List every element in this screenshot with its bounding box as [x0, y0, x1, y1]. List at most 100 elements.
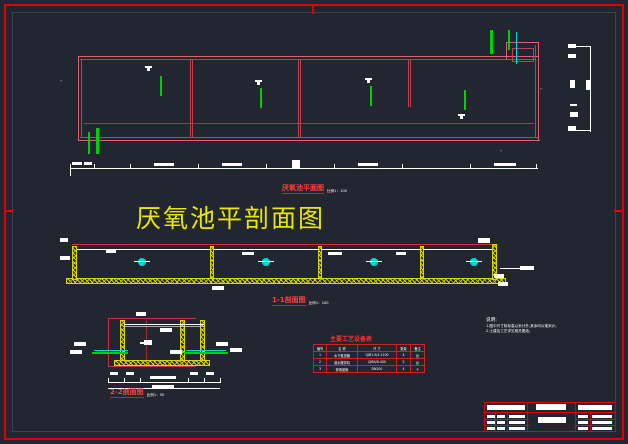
- pipe-icon: [186, 350, 226, 351]
- cell-qty: 4: [396, 351, 411, 359]
- plan-inlet-left: [506, 42, 507, 60]
- cell-no: 3: [313, 365, 327, 373]
- column-header-name: 名 称: [326, 344, 358, 352]
- elevation-tag: [106, 250, 116, 253]
- elevation-tag: [170, 350, 182, 354]
- equipment-table[interactable]: 编号 名 称 尺 寸 数量 备注 1 水下推进器 QJB1.5/4-1100 4…: [313, 344, 425, 373]
- plan-partition-2b: [300, 59, 301, 138]
- table-row[interactable]: 1 水下推进器 QJB1.5/4-1100 4 台: [313, 351, 425, 359]
- title-block-right-group[interactable]: [575, 403, 616, 432]
- plan-wall-right-outer: [538, 42, 539, 141]
- plan-partition-3b: [410, 59, 411, 107]
- pipe-icon: [490, 30, 493, 54]
- section-mark-icon: ⌐: [60, 79, 63, 83]
- plan-inner-ledge: [84, 123, 534, 124]
- title-block[interactable]: [484, 402, 616, 432]
- column-header-no: 编号: [313, 344, 327, 352]
- elevation-tag: [328, 252, 342, 255]
- plan-wall-bottom-inner: [80, 137, 538, 138]
- mixer-icon: [262, 258, 270, 266]
- elevation-tag: [74, 342, 86, 346]
- drawing-outer-frame: [4, 4, 624, 440]
- section-2-2-view[interactable]: [70, 312, 260, 389]
- cell-qty: 4: [396, 365, 411, 373]
- plan-view-label-text: 厌氧池平面图: [282, 184, 324, 194]
- elevation-tag: [160, 328, 172, 332]
- elevation-tag: [242, 252, 254, 255]
- section-2-2-label: 2-2剖面图 比例1：50: [110, 388, 164, 398]
- plan-wall-left-outer: [78, 56, 79, 141]
- pipe-icon: [160, 76, 162, 96]
- pipe-icon: [260, 88, 262, 108]
- column-header-size: 尺 寸: [357, 344, 397, 352]
- detail-dimension-chain: [104, 372, 224, 389]
- plan-partition-2: [298, 59, 299, 138]
- elevation-tag: [498, 282, 508, 286]
- plan-view[interactable]: ⌐ ⌐ ⌐: [60, 28, 591, 154]
- section-1-1-scale: 比例1：100: [308, 301, 329, 305]
- plan-inlet-box: [512, 48, 534, 62]
- frame-center-tick-left: [4, 210, 14, 212]
- section-1-1-label-text: 1-1剖面图: [272, 296, 306, 306]
- pipe-icon: [96, 128, 99, 154]
- elevation-tag: [216, 342, 228, 346]
- plan-wall-top-inner: [80, 59, 536, 60]
- cell-qty: 2: [396, 358, 411, 366]
- section-2-2-scale: 比例1：50: [146, 393, 165, 397]
- cell-size: DN200: [357, 365, 397, 373]
- section-partition-1: [210, 246, 214, 278]
- cell-size: QJB4/6-400: [357, 358, 397, 366]
- pipe-icon: [464, 90, 466, 110]
- table-header-row: 编号 名 称 尺 寸 数量 备注: [313, 344, 425, 352]
- mixer-icon: [138, 258, 146, 266]
- plan-inlet-top: [506, 42, 539, 43]
- section-wall-right: [492, 244, 497, 280]
- notes-block: 说明: 1.图中尺寸除标高以米计外,其余均以毫米计。 2.土建及工艺详见相关图纸…: [486, 318, 596, 334]
- column-header-remark: 备注: [410, 344, 425, 352]
- pipe-icon: [370, 86, 372, 106]
- table-row[interactable]: 2 潜水搅拌机 QJB4/6-400 2 台: [313, 358, 425, 366]
- frame-center-tick-right: [614, 210, 624, 212]
- page-title: 厌氧池平剖面图: [136, 204, 326, 233]
- notes-line-2: 2.土建及工艺详见相关图纸。: [486, 329, 533, 333]
- plan-wall-left-inner: [81, 59, 82, 138]
- mixer-icon: [140, 342, 144, 344]
- detail-floor-slab: [114, 360, 210, 366]
- cell-no: 1: [313, 351, 327, 359]
- elevation-tag: [396, 252, 406, 255]
- pipe-icon: [184, 352, 228, 354]
- elevation-tag: [70, 350, 82, 354]
- elevation-tag: [60, 238, 68, 242]
- column-header-qty: 数量: [396, 344, 411, 352]
- plan-wall-right-inner: [535, 45, 536, 138]
- plan-partition-1: [190, 59, 191, 138]
- mixer-icon: [470, 258, 478, 266]
- section-mark-icon: ⌐: [540, 87, 543, 91]
- notes-line-1: 1.图中尺寸除标高以米计外,其余均以毫米计。: [486, 324, 559, 328]
- pipe-icon: [92, 352, 128, 354]
- cell-no: 2: [313, 358, 327, 366]
- pipe-icon: [88, 132, 90, 154]
- plan-partition-3: [408, 59, 409, 107]
- elevation-tag: [136, 312, 146, 316]
- section-floor-slab: [66, 278, 506, 284]
- elevation-tag: [494, 274, 504, 278]
- section-1-1-view[interactable]: ⌐: [60, 236, 570, 292]
- cell-size: QJB1.5/4-1100: [357, 351, 397, 359]
- notes-heading: 说明:: [486, 318, 497, 323]
- section-partition-2: [318, 246, 322, 278]
- cell-name: 潜水搅拌机: [326, 358, 358, 366]
- mixer-icon: [144, 340, 152, 345]
- elevation-tag: [60, 256, 70, 260]
- section-mark-icon: ⌐: [500, 149, 503, 153]
- drawing-inner-frame: [12, 12, 616, 432]
- title-block-project-name[interactable]: [528, 403, 577, 431]
- title-block-left-group[interactable]: [485, 403, 529, 432]
- cell-name: 穿墙套管: [326, 365, 358, 373]
- elevation-tag: [230, 348, 242, 352]
- cell-name: 水下推进器: [326, 351, 358, 359]
- plan-dimension-chain: [70, 160, 540, 176]
- cell-remark: 个: [410, 365, 425, 373]
- table-row[interactable]: 3 穿墙套管 DN200 4 个: [313, 365, 425, 373]
